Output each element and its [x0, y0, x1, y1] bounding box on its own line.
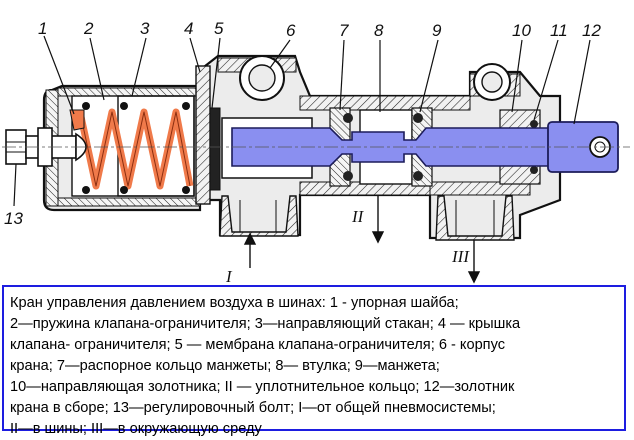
callout-5: 5	[214, 19, 224, 38]
valve-cross-section-drawing: 1 2 3 4 5 6 7 8 9 10 11 12 13 I II III	[2, 19, 630, 285]
callout-2: 2	[83, 19, 94, 38]
callout-3: 3	[140, 19, 150, 38]
callout-13: 13	[4, 209, 23, 228]
caption-text: Кран управления давлением воздуха в шина…	[10, 295, 521, 437]
callout-8: 8	[374, 21, 384, 40]
limiter-spring	[69, 95, 195, 197]
flow-label-II: II	[351, 207, 365, 226]
flow-label-III: III	[451, 247, 470, 266]
callout-1: 1	[38, 19, 47, 38]
callout-12: 12	[582, 21, 601, 40]
callout-10: 10	[512, 21, 531, 40]
flow-label-I: I	[225, 267, 233, 285]
callout-11: 11	[550, 21, 568, 40]
callout-6: 6	[286, 21, 296, 40]
caption-box: Кран управления давлением воздуха в шина…	[2, 285, 626, 437]
callout-4: 4	[184, 19, 193, 38]
leader-lines	[13, 35, 591, 207]
callout-7: 7	[339, 21, 349, 40]
flow-arrows	[243, 196, 481, 284]
callout-9: 9	[432, 21, 442, 40]
